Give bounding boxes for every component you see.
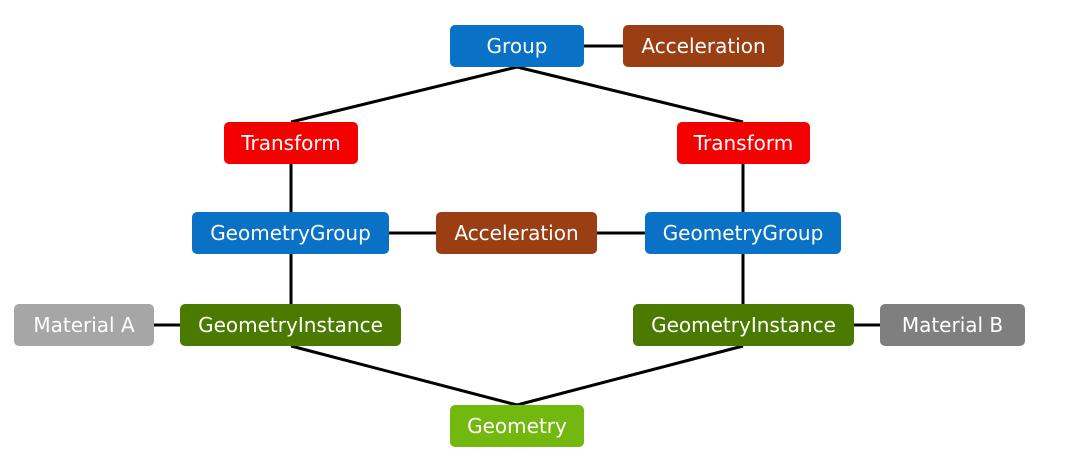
geometry-node: Geometry: [450, 405, 584, 447]
transform-node-right: Transform: [677, 122, 810, 164]
group-node: Group: [450, 25, 584, 67]
material-a-node: Material A: [14, 304, 154, 346]
geometry-group-node-left: GeometryGroup: [192, 212, 389, 254]
transform-node-left: Transform: [224, 122, 358, 164]
edge-group-transform-right: [516, 65, 744, 124]
edge-instance-left-geometry: [290, 344, 518, 407]
acceleration-node-top: Acceleration: [623, 25, 784, 67]
geometry-group-node-right: GeometryGroup: [645, 212, 841, 254]
geometry-instance-node-left: GeometryInstance: [180, 304, 401, 346]
geometry-instance-node-right: GeometryInstance: [633, 304, 854, 346]
edge-instance-right-geometry: [516, 344, 744, 407]
material-b-node: Material B: [880, 304, 1025, 346]
edge-group-transform-left: [290, 65, 518, 124]
acceleration-node-middle: Acceleration: [436, 212, 597, 254]
